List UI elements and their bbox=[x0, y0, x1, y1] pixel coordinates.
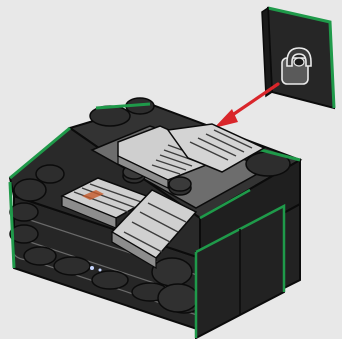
callout-panel bbox=[261, 6, 336, 110]
clip-part-icon bbox=[281, 47, 312, 85]
stair-tile-front-ramp bbox=[110, 189, 198, 270]
brick-assembly bbox=[8, 97, 303, 339]
stair-tile-right bbox=[166, 123, 266, 173]
placement-arrow bbox=[214, 82, 280, 128]
stair-tile-front-left bbox=[60, 177, 154, 229]
front-tile-panel bbox=[194, 203, 286, 339]
